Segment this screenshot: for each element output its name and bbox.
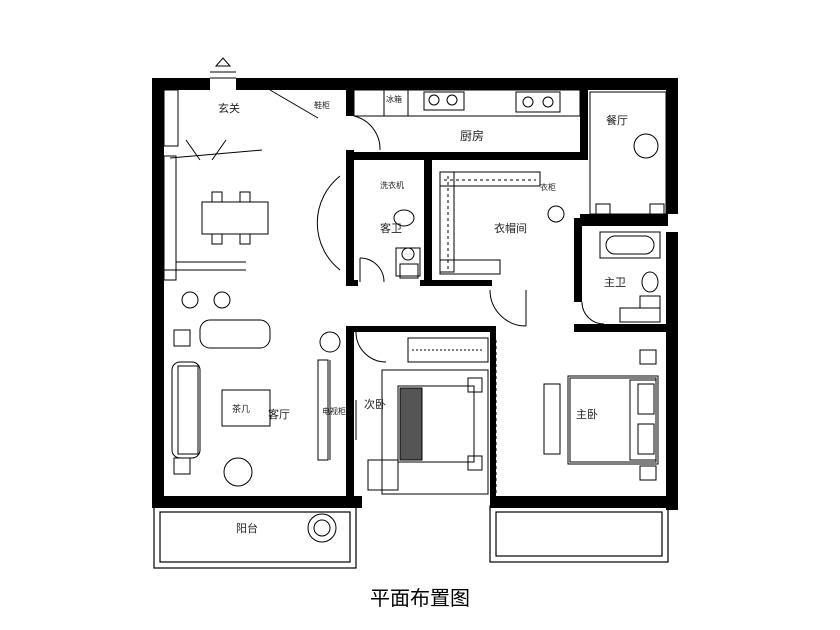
label-shoe-cabinet: 鞋柜	[314, 100, 330, 110]
label-restaurant: 餐厅	[606, 113, 628, 127]
balconies	[153, 505, 669, 569]
entrance-fixtures	[163, 89, 263, 309]
label-second-bedroom: 次卧	[364, 397, 386, 411]
balcony-plants	[307, 513, 337, 543]
label-living-room: 客厅	[268, 407, 290, 421]
outer-walls	[152, 78, 678, 510]
dining-area-right	[589, 91, 667, 215]
label-coffee-table: 茶几	[232, 403, 250, 415]
entry-marker	[210, 57, 236, 79]
master-bath-fixtures	[599, 231, 661, 323]
label-guest-bath: 客卫	[380, 221, 402, 235]
label-tv-cabinet: 电视柜	[322, 406, 346, 416]
dining-table	[201, 191, 269, 245]
label-washer: 洗衣机	[380, 180, 404, 190]
label-entrance: 玄关	[218, 101, 240, 115]
second-bedroom-furniture	[355, 337, 489, 495]
label-walk-in-closet: 衣帽间	[494, 221, 527, 235]
living-room-furniture	[171, 319, 341, 487]
guest-bath-fixtures	[393, 209, 421, 279]
label-fridge: 冰箱	[386, 94, 402, 104]
master-bedroom-furniture	[495, 340, 659, 496]
label-wardrobe: 衣柜	[540, 182, 556, 192]
furniture-labels: 鞋柜 茶几 电视柜 衣柜 洗衣机 冰箱	[232, 94, 556, 416]
label-master-bedroom: 主卧	[576, 408, 598, 421]
label-kitchen: 厨房	[460, 128, 484, 143]
room-labels: 玄关 厨房 餐厅 客卫 衣帽间 客厅 次卧 主卧 主卫 阳台	[218, 101, 628, 535]
inner-walls	[346, 88, 668, 504]
plan-caption: 平面布置图	[370, 586, 470, 610]
closet-rails	[439, 171, 565, 275]
kitchen-fixtures	[353, 89, 581, 117]
doors	[269, 89, 605, 363]
label-balcony: 阳台	[236, 521, 258, 535]
label-master-bath: 主卫	[604, 276, 626, 289]
